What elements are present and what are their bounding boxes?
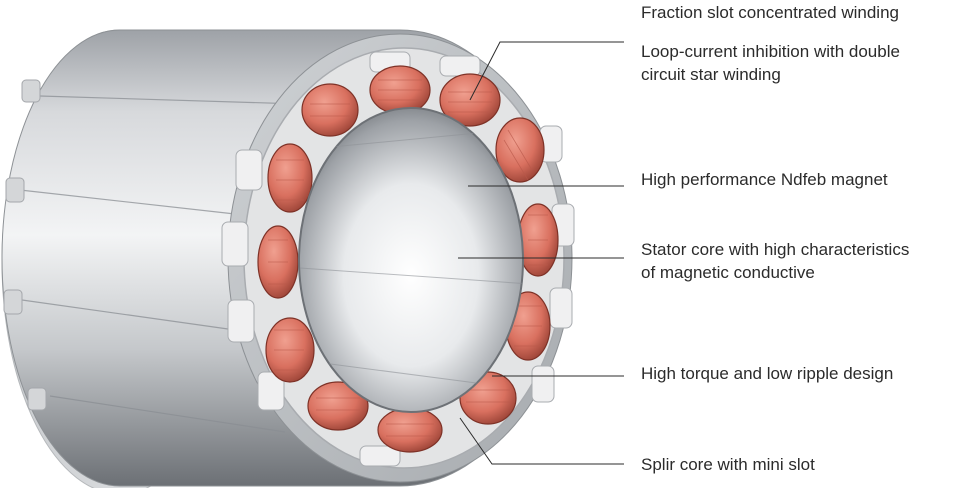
coil-winding-stripes bbox=[268, 79, 548, 437]
left-rim-tabs bbox=[3, 79, 47, 411]
label-loop-current-inhibition: Loop-current inhibition with double circ… bbox=[641, 42, 900, 84]
insulator-slot-tabs bbox=[221, 51, 575, 467]
shell-segment-seams bbox=[19, 95, 301, 433]
leader-line-split-core bbox=[459, 417, 624, 465]
label-split-core: Splir core with mini slot bbox=[641, 455, 815, 474]
label-ndfeb-magnet: High performance Ndfeb magnet bbox=[641, 170, 888, 189]
label-torque-ripple: High torque and low ripple design bbox=[641, 364, 894, 383]
rotor-bore bbox=[298, 107, 524, 413]
label-stator-core: Stator core with high characteristics of… bbox=[641, 240, 910, 282]
leader-lines bbox=[458, 41, 624, 465]
label-fraction-slot-winding: Fraction slot concentrated winding bbox=[641, 3, 899, 22]
leader-line-fraction-slot bbox=[469, 41, 624, 101]
